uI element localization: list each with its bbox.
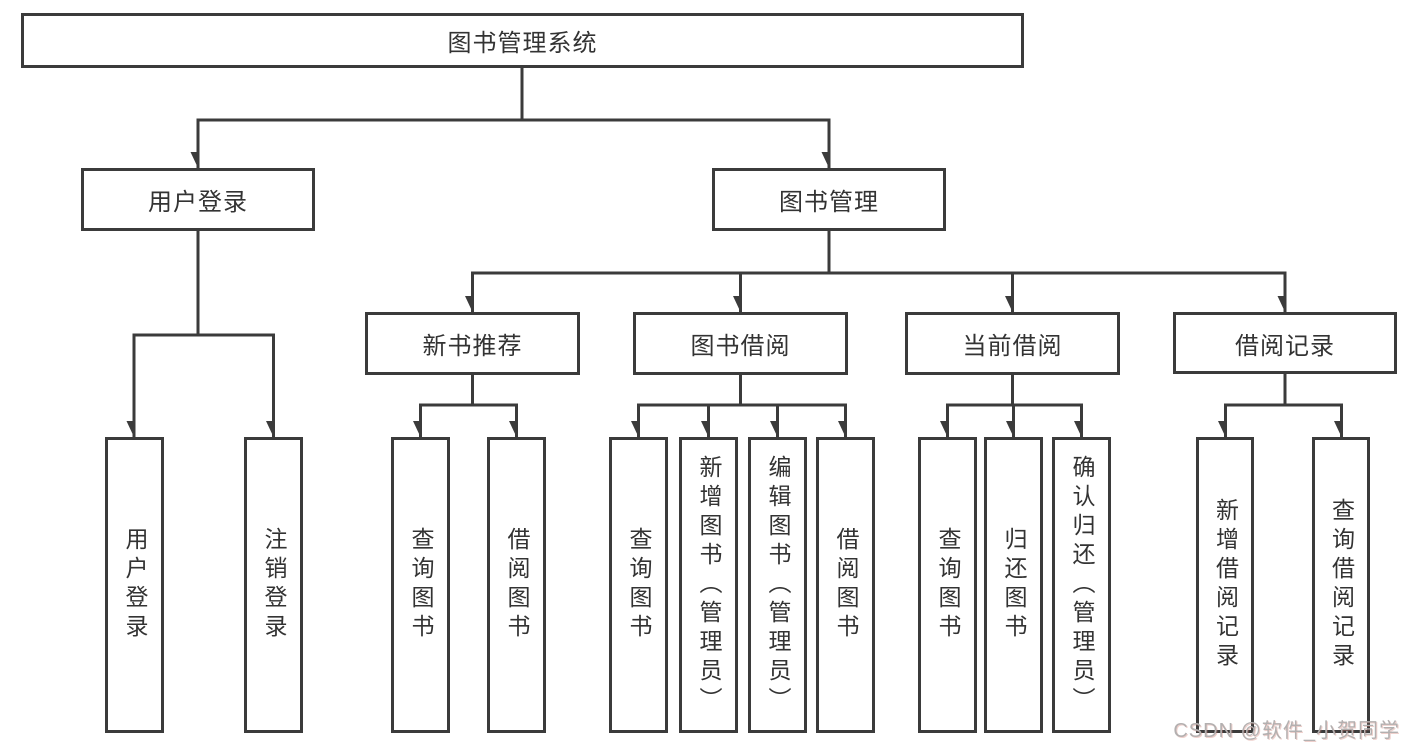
node-root-label: 图书管理系统 (447, 30, 598, 57)
leaf-user-login-label: 用户登录 (122, 527, 148, 643)
leaf-return-books: 归还图书 (984, 437, 1043, 733)
node-borrowing-records: 借阅记录 (1173, 312, 1397, 374)
leaf-add-books-admin-label: 新增图书（管理员） (696, 454, 722, 716)
leaf-confirm-return-admin: 确认归还（管理员） (1052, 437, 1111, 733)
node-current-borrowing-label: 当前借阅 (962, 333, 1063, 360)
leaf-query-books-1: 查询图书 (391, 437, 450, 733)
leaf-borrow-books-2: 借阅图书 (816, 437, 875, 733)
leaf-add-borrow-record-label: 新增借阅记录 (1212, 498, 1239, 672)
leaf-query-books-3-label: 查询图书 (935, 527, 961, 643)
leaf-add-books-admin: 新增图书（管理员） (679, 437, 738, 733)
node-user-login: 用户登录 (81, 168, 315, 231)
leaf-query-books-2-label: 查询图书 (626, 527, 652, 643)
leaf-query-books-2: 查询图书 (609, 437, 668, 733)
leaf-edit-books-admin: 编辑图书（管理员） (748, 437, 807, 733)
leaf-borrow-books-1-label: 借阅图书 (504, 527, 530, 643)
leaf-logout-label: 注销登录 (261, 527, 287, 643)
leaf-query-borrow-record-label: 查询借阅记录 (1328, 498, 1355, 672)
leaf-query-books-1-label: 查询图书 (408, 527, 434, 643)
leaf-borrow-books-2-label: 借阅图书 (833, 527, 859, 643)
node-new-book-recommend: 新书推荐 (365, 312, 580, 375)
leaf-user-login: 用户登录 (105, 437, 164, 733)
leaf-return-books-label: 归还图书 (1001, 527, 1027, 643)
node-book-management-label: 图书管理 (779, 189, 879, 216)
leaf-add-borrow-record: 新增借阅记录 (1196, 437, 1254, 733)
leaf-confirm-return-admin-label: 确认归还（管理员） (1069, 454, 1095, 716)
node-borrowing-records-label: 借阅记录 (1235, 332, 1335, 360)
leaf-edit-books-admin-label: 编辑图书（管理员） (765, 454, 791, 716)
node-book-borrowing: 图书借阅 (633, 312, 848, 375)
node-book-management: 图书管理 (712, 168, 946, 231)
leaf-query-books-3: 查询图书 (918, 437, 977, 733)
node-book-borrowing-label: 图书借阅 (690, 333, 791, 360)
leaf-borrow-books-1: 借阅图书 (487, 437, 546, 733)
watermark-text: CSDN @软件_小贺同学 (1173, 720, 1400, 742)
leaf-logout: 注销登录 (244, 437, 303, 733)
node-new-book-recommend-label: 新书推荐 (422, 333, 523, 360)
leaf-query-borrow-record: 查询借阅记录 (1312, 437, 1370, 733)
node-current-borrowing: 当前借阅 (905, 312, 1120, 375)
node-user-login-label: 用户登录 (148, 189, 248, 216)
node-root-system: 图书管理系统 (21, 13, 1024, 68)
